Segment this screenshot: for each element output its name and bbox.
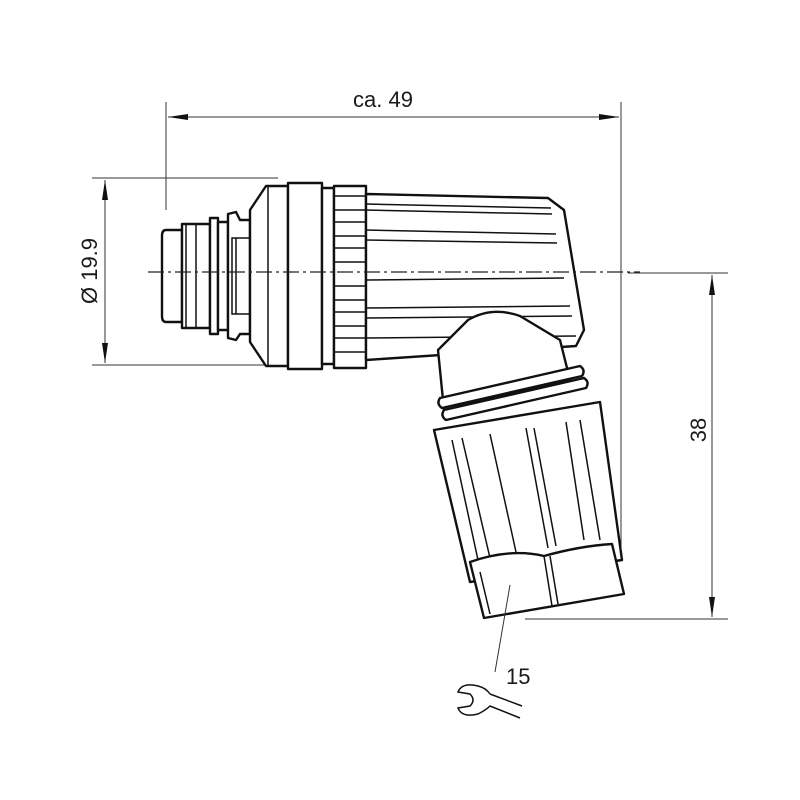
diameter-label: Ø 19.9 (77, 238, 102, 304)
connector-plug-end (160, 210, 252, 342)
length-label: ca. 49 (353, 87, 413, 112)
connector-elbow-neck (436, 310, 589, 422)
dimension-height: 38 (525, 272, 728, 620)
connector-cable-nut (432, 400, 626, 620)
dimension-diameter: Ø 19.9 (77, 177, 278, 366)
connector-angled-housing (364, 192, 586, 362)
dimension-overall-length: ca. 49 (165, 87, 622, 560)
height-label: 38 (686, 418, 711, 442)
wrench-callout: 15 (456, 584, 530, 719)
wrench-size-label: 15 (506, 664, 530, 689)
connector-coupling-nut (248, 181, 368, 371)
open-end-wrench-icon (456, 684, 523, 719)
